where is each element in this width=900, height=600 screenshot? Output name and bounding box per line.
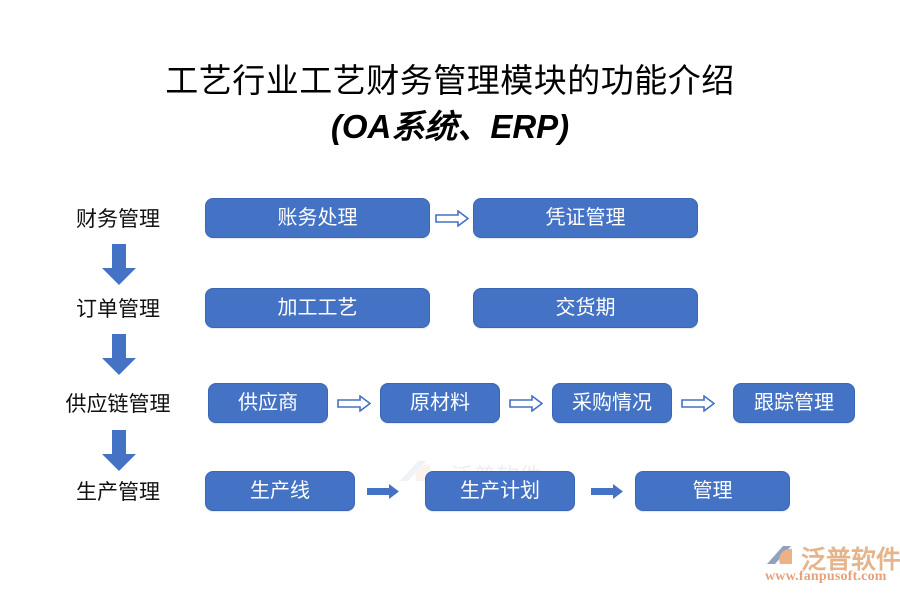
- arrow-supplychain-0: [337, 395, 371, 412]
- node-finance-0[interactable]: 账务处理: [205, 198, 430, 238]
- flow-row-production: 生产管理 生产线 生产计划 管理: [0, 471, 900, 513]
- brand-name: 泛普软件: [801, 546, 900, 574]
- node-finance-1[interactable]: 凭证管理: [473, 198, 698, 238]
- row-label-finance: 财务管理: [76, 207, 160, 231]
- brand-url: www.fanpusoft.com: [765, 569, 887, 584]
- down-arrow-1: [100, 244, 138, 286]
- node-supplychain-1[interactable]: 原材料: [380, 383, 500, 423]
- row-label-production: 生产管理: [76, 480, 160, 504]
- node-supplychain-3[interactable]: 跟踪管理: [733, 383, 855, 423]
- arrow-supplychain-2: [681, 395, 715, 412]
- node-order-0[interactable]: 加工工艺: [205, 288, 430, 328]
- arrow-supplychain-1: [509, 395, 543, 412]
- node-supplychain-0[interactable]: 供应商: [208, 383, 328, 423]
- flow-row-supplychain: 供应链管理 供应商 原材料 采购情况 跟踪管理: [0, 383, 900, 425]
- row-label-supplychain: 供应链管理: [65, 392, 171, 416]
- flow-row-order: 订单管理 加工工艺 交货期: [0, 288, 900, 330]
- node-production-0[interactable]: 生产线: [205, 471, 355, 511]
- title-block: 工艺行业工艺财务管理模块的功能介绍 (OA系统、ERP): [0, 60, 900, 150]
- node-production-1[interactable]: 生产计划: [425, 471, 575, 511]
- node-order-1[interactable]: 交货期: [473, 288, 698, 328]
- arrow-production-1: [590, 483, 624, 500]
- brand-logo: 泛普软件 www.fanpusoft.com: [765, 536, 900, 592]
- row-label-order: 订单管理: [76, 297, 160, 321]
- arrow-finance-0: [435, 210, 469, 227]
- node-production-2[interactable]: 管理: [635, 471, 790, 511]
- flow-row-finance: 财务管理 账务处理 凭证管理: [0, 198, 900, 240]
- page-subtitle: (OA系统、ERP): [330, 108, 570, 145]
- brand-logo-icon: [767, 546, 792, 564]
- page-title: 工艺行业工艺财务管理模块的功能介绍: [165, 64, 735, 100]
- arrow-production-0: [366, 483, 400, 500]
- node-supplychain-2[interactable]: 采购情况: [552, 383, 672, 423]
- down-arrow-2: [100, 334, 138, 376]
- down-arrow-3: [100, 430, 138, 472]
